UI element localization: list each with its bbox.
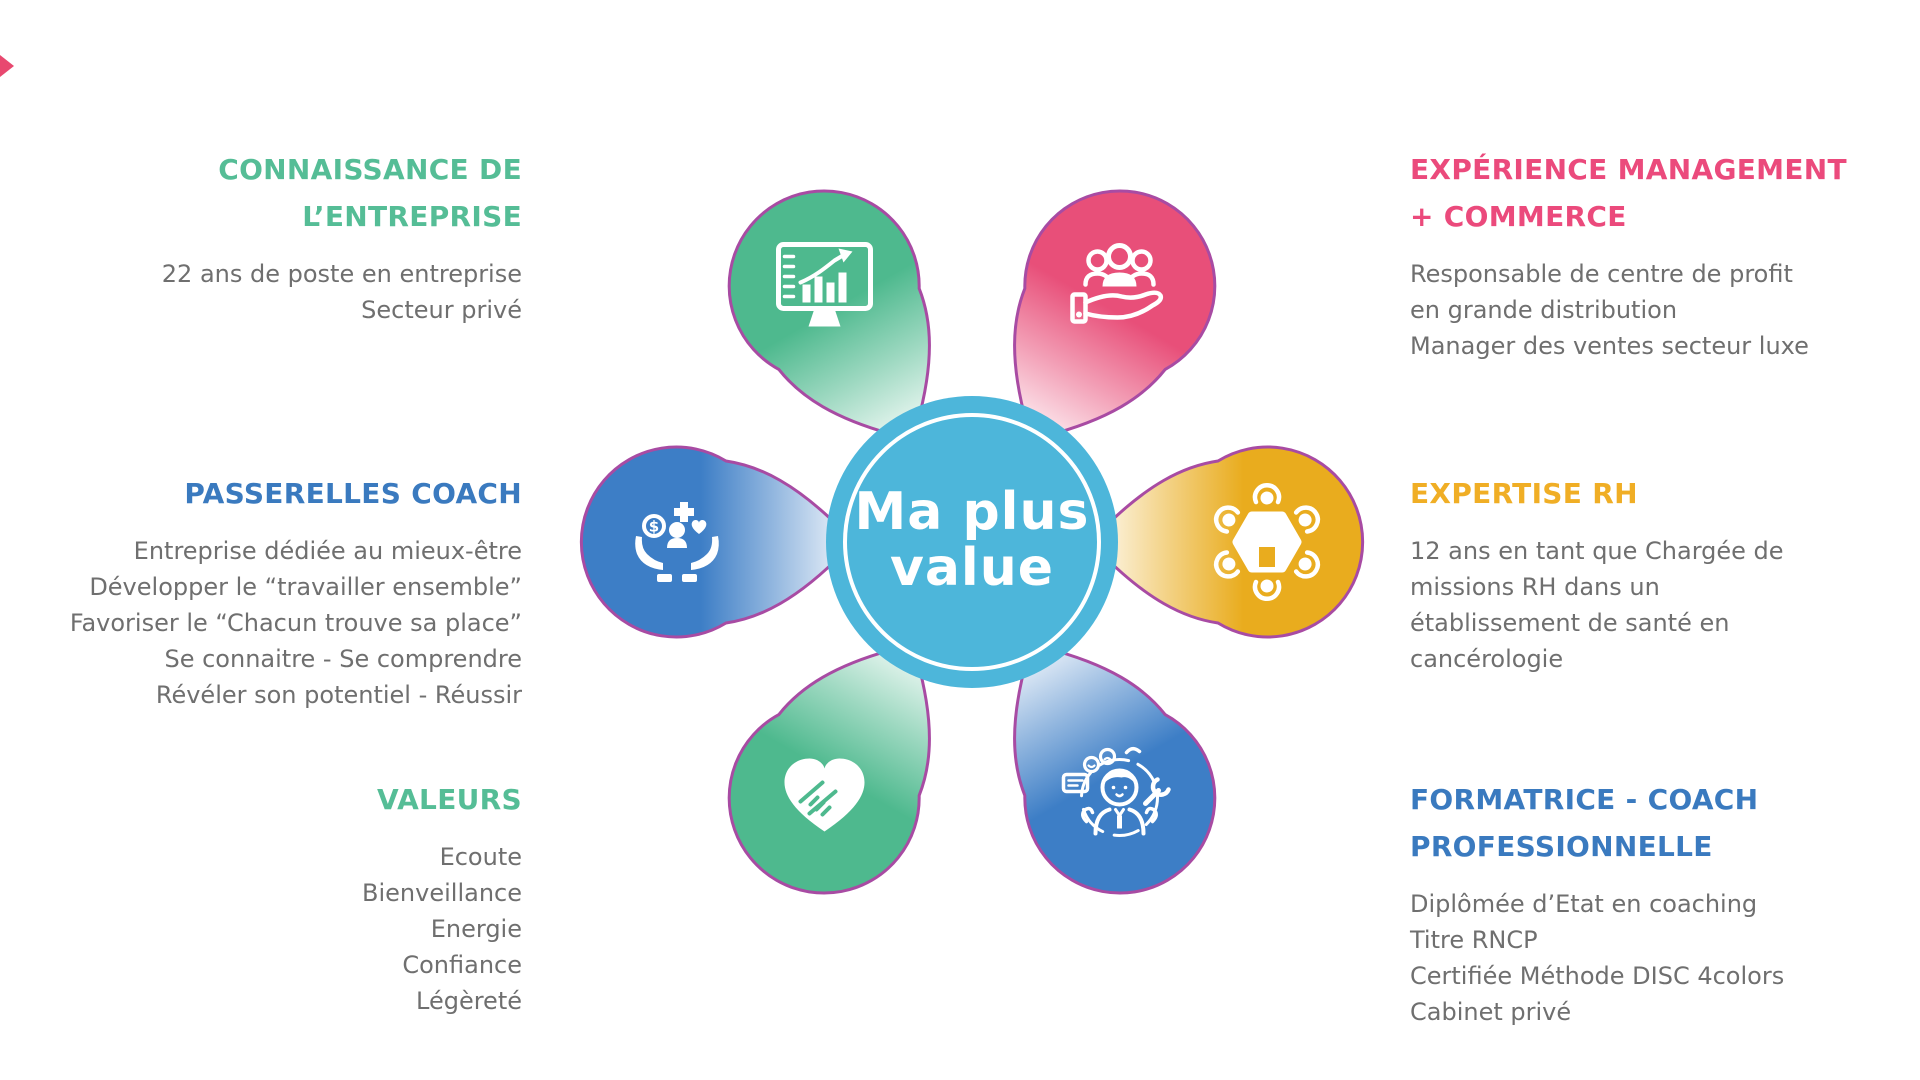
section-valeurs: VALEURS Ecoute Bienveillance Energie Con…: [20, 776, 522, 1019]
section-line: cancérologie: [1410, 645, 1564, 673]
section-expertise-rh: EXPERTISE RH 12 ans en tant que Chargée …: [1410, 470, 1850, 677]
section-heading: FORMATRICE - COACH PROFESSIONNELLE: [1410, 783, 1759, 863]
section-heading: PASSERELLES COACH: [184, 477, 522, 510]
section-line: en grande distribution: [1410, 296, 1678, 324]
svg-text:$: $: [649, 518, 659, 536]
coach-support-person-icon: [1061, 747, 1171, 837]
left-edge-decoration: [0, 55, 14, 77]
section-connaissance-entreprise: CONNAISSANCE DE L’ENTREPRISE 22 ans de p…: [20, 146, 522, 328]
section-line: 22 ans de poste en entreprise: [161, 260, 522, 288]
section-experience-management: EXPÉRIENCE MANAGEMENT + COMMERCE Respons…: [1410, 146, 1850, 364]
section-line: Se connaitre - Se comprendre: [164, 645, 522, 673]
center-ring: [843, 413, 1101, 671]
section-line: 12 ans en tant que Chargée de: [1410, 537, 1784, 565]
section-heading: CONNAISSANCE DE L’ENTREPRISE: [218, 153, 522, 233]
section-line: Responsable de centre de profit: [1410, 260, 1793, 288]
section-line: Légèreté: [416, 987, 522, 1015]
section-line: Energie: [430, 915, 522, 943]
center-circle: [826, 396, 1118, 688]
section-line: Ecoute: [439, 843, 522, 871]
section-line: Diplômée d’Etat en coaching: [1410, 890, 1758, 918]
section-line: Entreprise dédiée au mieux-être: [133, 537, 522, 565]
section-line: Cabinet privé: [1410, 998, 1572, 1026]
section-line: Bienveillance: [362, 879, 522, 907]
section-heading: EXPÉRIENCE MANAGEMENT + COMMERCE: [1410, 153, 1847, 233]
section-line: établissement de santé en: [1410, 609, 1730, 637]
handshake-heart-icon: [784, 758, 865, 832]
section-heading: VALEURS: [377, 783, 522, 816]
section-formatrice-coach: FORMATRICE - COACH PROFESSIONNELLE Diplô…: [1410, 776, 1850, 1030]
section-line: Confiance: [402, 951, 522, 979]
section-line: Titre RNCP: [1410, 926, 1538, 954]
center-label: Ma plus value: [854, 482, 1090, 599]
section-passerelles-coach: PASSERELLES COACH Entreprise dédiée au m…: [20, 470, 522, 713]
section-line: Certifiée Méthode DISC 4colors: [1410, 962, 1785, 990]
section-line: Favoriser le “Chacun trouve sa place”: [69, 609, 522, 637]
section-line: Révéler son potentiel - Réussir: [155, 681, 522, 709]
round-table-collaboration-icon: [1213, 483, 1321, 601]
growth-chart-monitor-icon: [776, 242, 873, 327]
wellbeing-care-hands-icon: $: [635, 502, 719, 582]
flower-diagram: $: [579, 154, 1365, 930]
section-line: Développer le “travailler ensemble”: [89, 573, 522, 601]
section-line: missions RH dans un: [1410, 573, 1660, 601]
team-in-hand-icon: [1070, 243, 1164, 324]
petal-right: [1093, 445, 1365, 639]
section-line: Secteur privé: [361, 296, 522, 324]
section-heading: EXPERTISE RH: [1410, 477, 1638, 510]
section-line: Manager des ventes secteur luxe: [1410, 332, 1809, 360]
